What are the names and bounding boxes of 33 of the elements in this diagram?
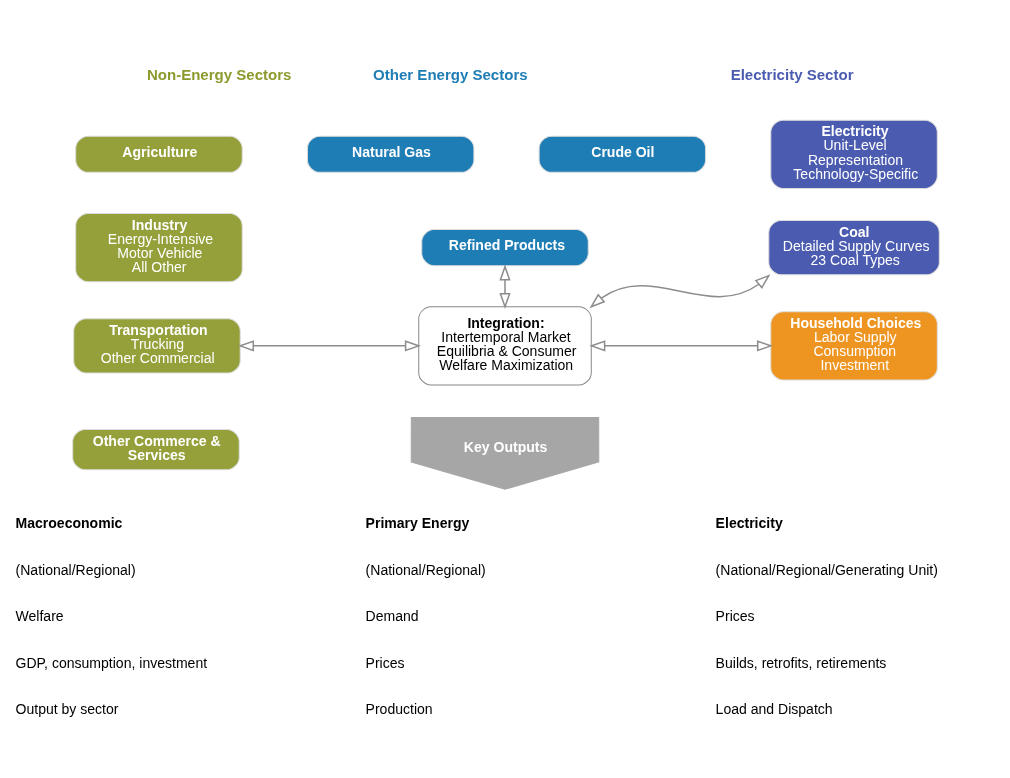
arrow [499, 263, 511, 309]
label: Output by sector [15, 700, 119, 717]
node-box: Transportation Trucking Other Commercial [73, 317, 241, 373]
label: Macroeconomic [15, 514, 123, 531]
label: Production [365, 700, 433, 717]
label: Electricity [715, 514, 783, 531]
label: (National/Regional/Generating Unit) [715, 561, 938, 578]
label: Primary Energy [365, 514, 470, 531]
node-box: Industry Energy-Intensive Motor Vehicle All Other [75, 212, 243, 282]
label: Prices [715, 607, 755, 624]
node-box: Household Choices Labor Supply Consumption Investment [770, 310, 938, 380]
label: GDP, consumption, investment [15, 654, 208, 671]
label: Other Energy Sectors [373, 65, 528, 83]
arrow [589, 339, 773, 351]
node-box: Agriculture [75, 135, 243, 173]
label: Non-Energy Sectors [146, 65, 292, 83]
label: Load and Dispatch [715, 700, 833, 717]
node-box: Coal Detailed Supply Curves 23 Coal Types [768, 219, 940, 275]
node-box: Refined Products [421, 228, 589, 266]
node-box: Integration: Intertemporal Market Equilibria & Consumer Welfare Maximization [418, 305, 592, 385]
node-box: Electricity Unit-Level Representation Technology-Specific [770, 119, 938, 189]
label: (National/Regional) [365, 561, 486, 578]
arrow [589, 273, 771, 308]
node-box: Natural Gas [306, 135, 475, 173]
arrow [237, 339, 421, 351]
label: Prices [365, 654, 405, 671]
label: Builds, retrofits, retirements [715, 654, 887, 671]
node-box: Other Commerce & Services [72, 428, 240, 470]
label: (National/Regional) [15, 561, 136, 578]
node-box: Crude Oil [538, 135, 707, 173]
label: Demand [365, 607, 419, 624]
label: Electricity Sector [730, 65, 854, 83]
label: Welfare [15, 607, 64, 624]
